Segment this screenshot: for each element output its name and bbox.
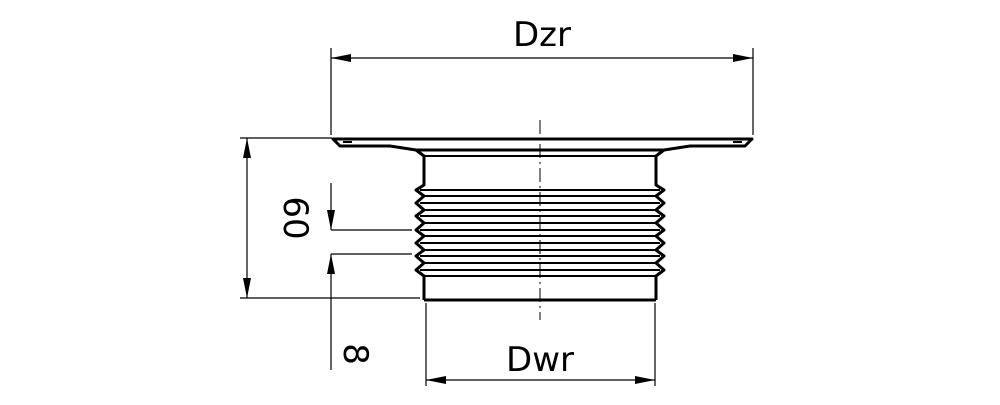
dim-total-height: 60 <box>240 137 420 299</box>
dim-label-60: 60 <box>275 196 315 239</box>
dim-label-8: 8 <box>335 343 375 365</box>
dim-top-width: Dzr <box>330 15 754 135</box>
dim-thread-pitch: 8 <box>327 183 412 370</box>
flange <box>331 137 754 152</box>
dim-label-dzr: Dzr <box>513 15 571 55</box>
dim-label-dwr: Dwr <box>506 340 574 380</box>
dim-bottom-width: Dwr <box>425 303 656 386</box>
